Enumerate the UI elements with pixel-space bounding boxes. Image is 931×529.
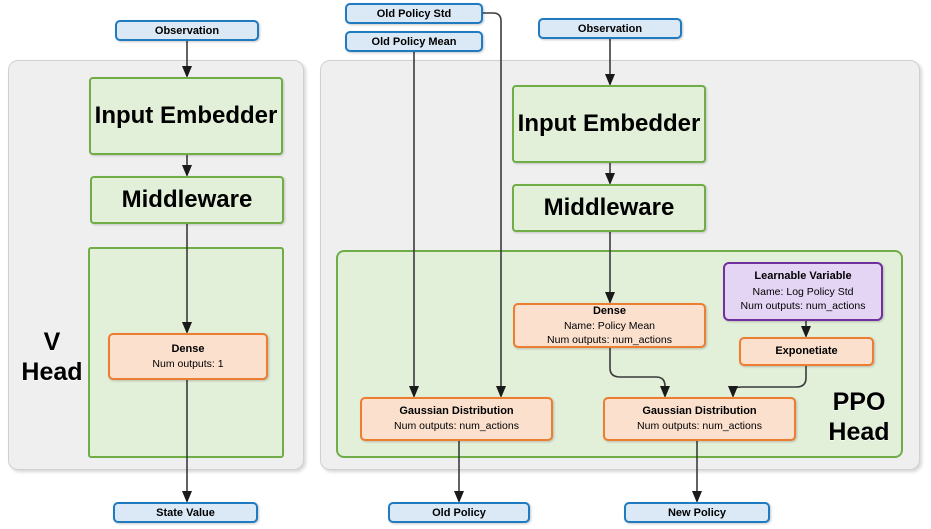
ppo-learnable-variable-name: Name: Log Policy Std bbox=[752, 285, 854, 298]
input-observation-v[interactable]: Observation bbox=[115, 20, 259, 41]
output-old-policy[interactable]: Old Policy bbox=[388, 502, 530, 523]
ppo-dense-policy-mean[interactable]: Dense Name: Policy Mean Num outputs: num… bbox=[513, 303, 706, 348]
ppo-head-caption: PPO Head bbox=[820, 388, 898, 447]
ppo-exponetiate-title: Exponetiate bbox=[775, 345, 838, 358]
v-middleware-label: Middleware bbox=[121, 186, 253, 213]
v-middleware[interactable]: Middleware bbox=[90, 176, 284, 224]
ppo-head-caption-line2: Head bbox=[828, 417, 890, 446]
ppo-gaussian-new[interactable]: Gaussian Distribution Num outputs: num_a… bbox=[603, 397, 796, 441]
output-old-policy-label: Old Policy bbox=[432, 506, 486, 519]
ppo-input-embedder-label: Input Embedder bbox=[517, 110, 701, 137]
ppo-dense-policy-mean-num-outputs: Num outputs: num_actions bbox=[547, 333, 672, 346]
input-old-policy-std[interactable]: Old Policy Std bbox=[345, 3, 483, 24]
ppo-learnable-variable[interactable]: Learnable Variable Name: Log Policy Std … bbox=[723, 262, 883, 321]
ppo-gaussian-new-num-outputs: Num outputs: num_actions bbox=[637, 420, 762, 433]
ppo-learnable-variable-title: Learnable Variable bbox=[754, 270, 852, 283]
ppo-gaussian-new-title: Gaussian Distribution bbox=[642, 405, 757, 418]
output-state-value-label: State Value bbox=[156, 506, 215, 519]
input-old-policy-mean[interactable]: Old Policy Mean bbox=[345, 31, 483, 52]
v-input-embedder-label: Input Embedder bbox=[94, 102, 278, 129]
ppo-gaussian-old-title: Gaussian Distribution bbox=[399, 405, 514, 418]
output-new-policy-label: New Policy bbox=[667, 506, 727, 519]
ppo-middleware-label: Middleware bbox=[543, 194, 675, 221]
v-input-embedder[interactable]: Input Embedder bbox=[89, 77, 283, 155]
v-dense[interactable]: Dense Num outputs: 1 bbox=[108, 333, 268, 380]
ppo-gaussian-old[interactable]: Gaussian Distribution Num outputs: num_a… bbox=[360, 397, 553, 441]
v-head-caption-line2: Head bbox=[21, 357, 83, 386]
ppo-gaussian-old-num-outputs: Num outputs: num_actions bbox=[394, 420, 519, 433]
ppo-learnable-variable-num-outputs: Num outputs: num_actions bbox=[740, 300, 866, 313]
ppo-input-embedder[interactable]: Input Embedder bbox=[512, 85, 706, 163]
input-observation-ppo[interactable]: Observation bbox=[538, 18, 682, 39]
ppo-dense-policy-mean-title: Dense bbox=[592, 304, 627, 317]
v-dense-title: Dense bbox=[171, 342, 205, 355]
v-head-caption-line1: V bbox=[43, 328, 61, 356]
input-observation-ppo-label: Observation bbox=[577, 22, 643, 35]
v-head-caption: V Head bbox=[18, 328, 86, 387]
input-old-policy-mean-label: Old Policy Mean bbox=[371, 35, 457, 48]
output-state-value[interactable]: State Value bbox=[113, 502, 258, 523]
ppo-exponetiate[interactable]: Exponetiate bbox=[739, 337, 874, 366]
input-observation-v-label: Observation bbox=[154, 24, 220, 37]
v-dense-num-outputs: Num outputs: 1 bbox=[152, 357, 224, 370]
ppo-middleware[interactable]: Middleware bbox=[512, 184, 706, 232]
output-new-policy[interactable]: New Policy bbox=[624, 502, 770, 523]
input-old-policy-std-label: Old Policy Std bbox=[376, 7, 452, 20]
ppo-head-caption-line1: PPO bbox=[832, 388, 886, 416]
ppo-dense-policy-mean-name: Name: Policy Mean bbox=[563, 319, 656, 332]
